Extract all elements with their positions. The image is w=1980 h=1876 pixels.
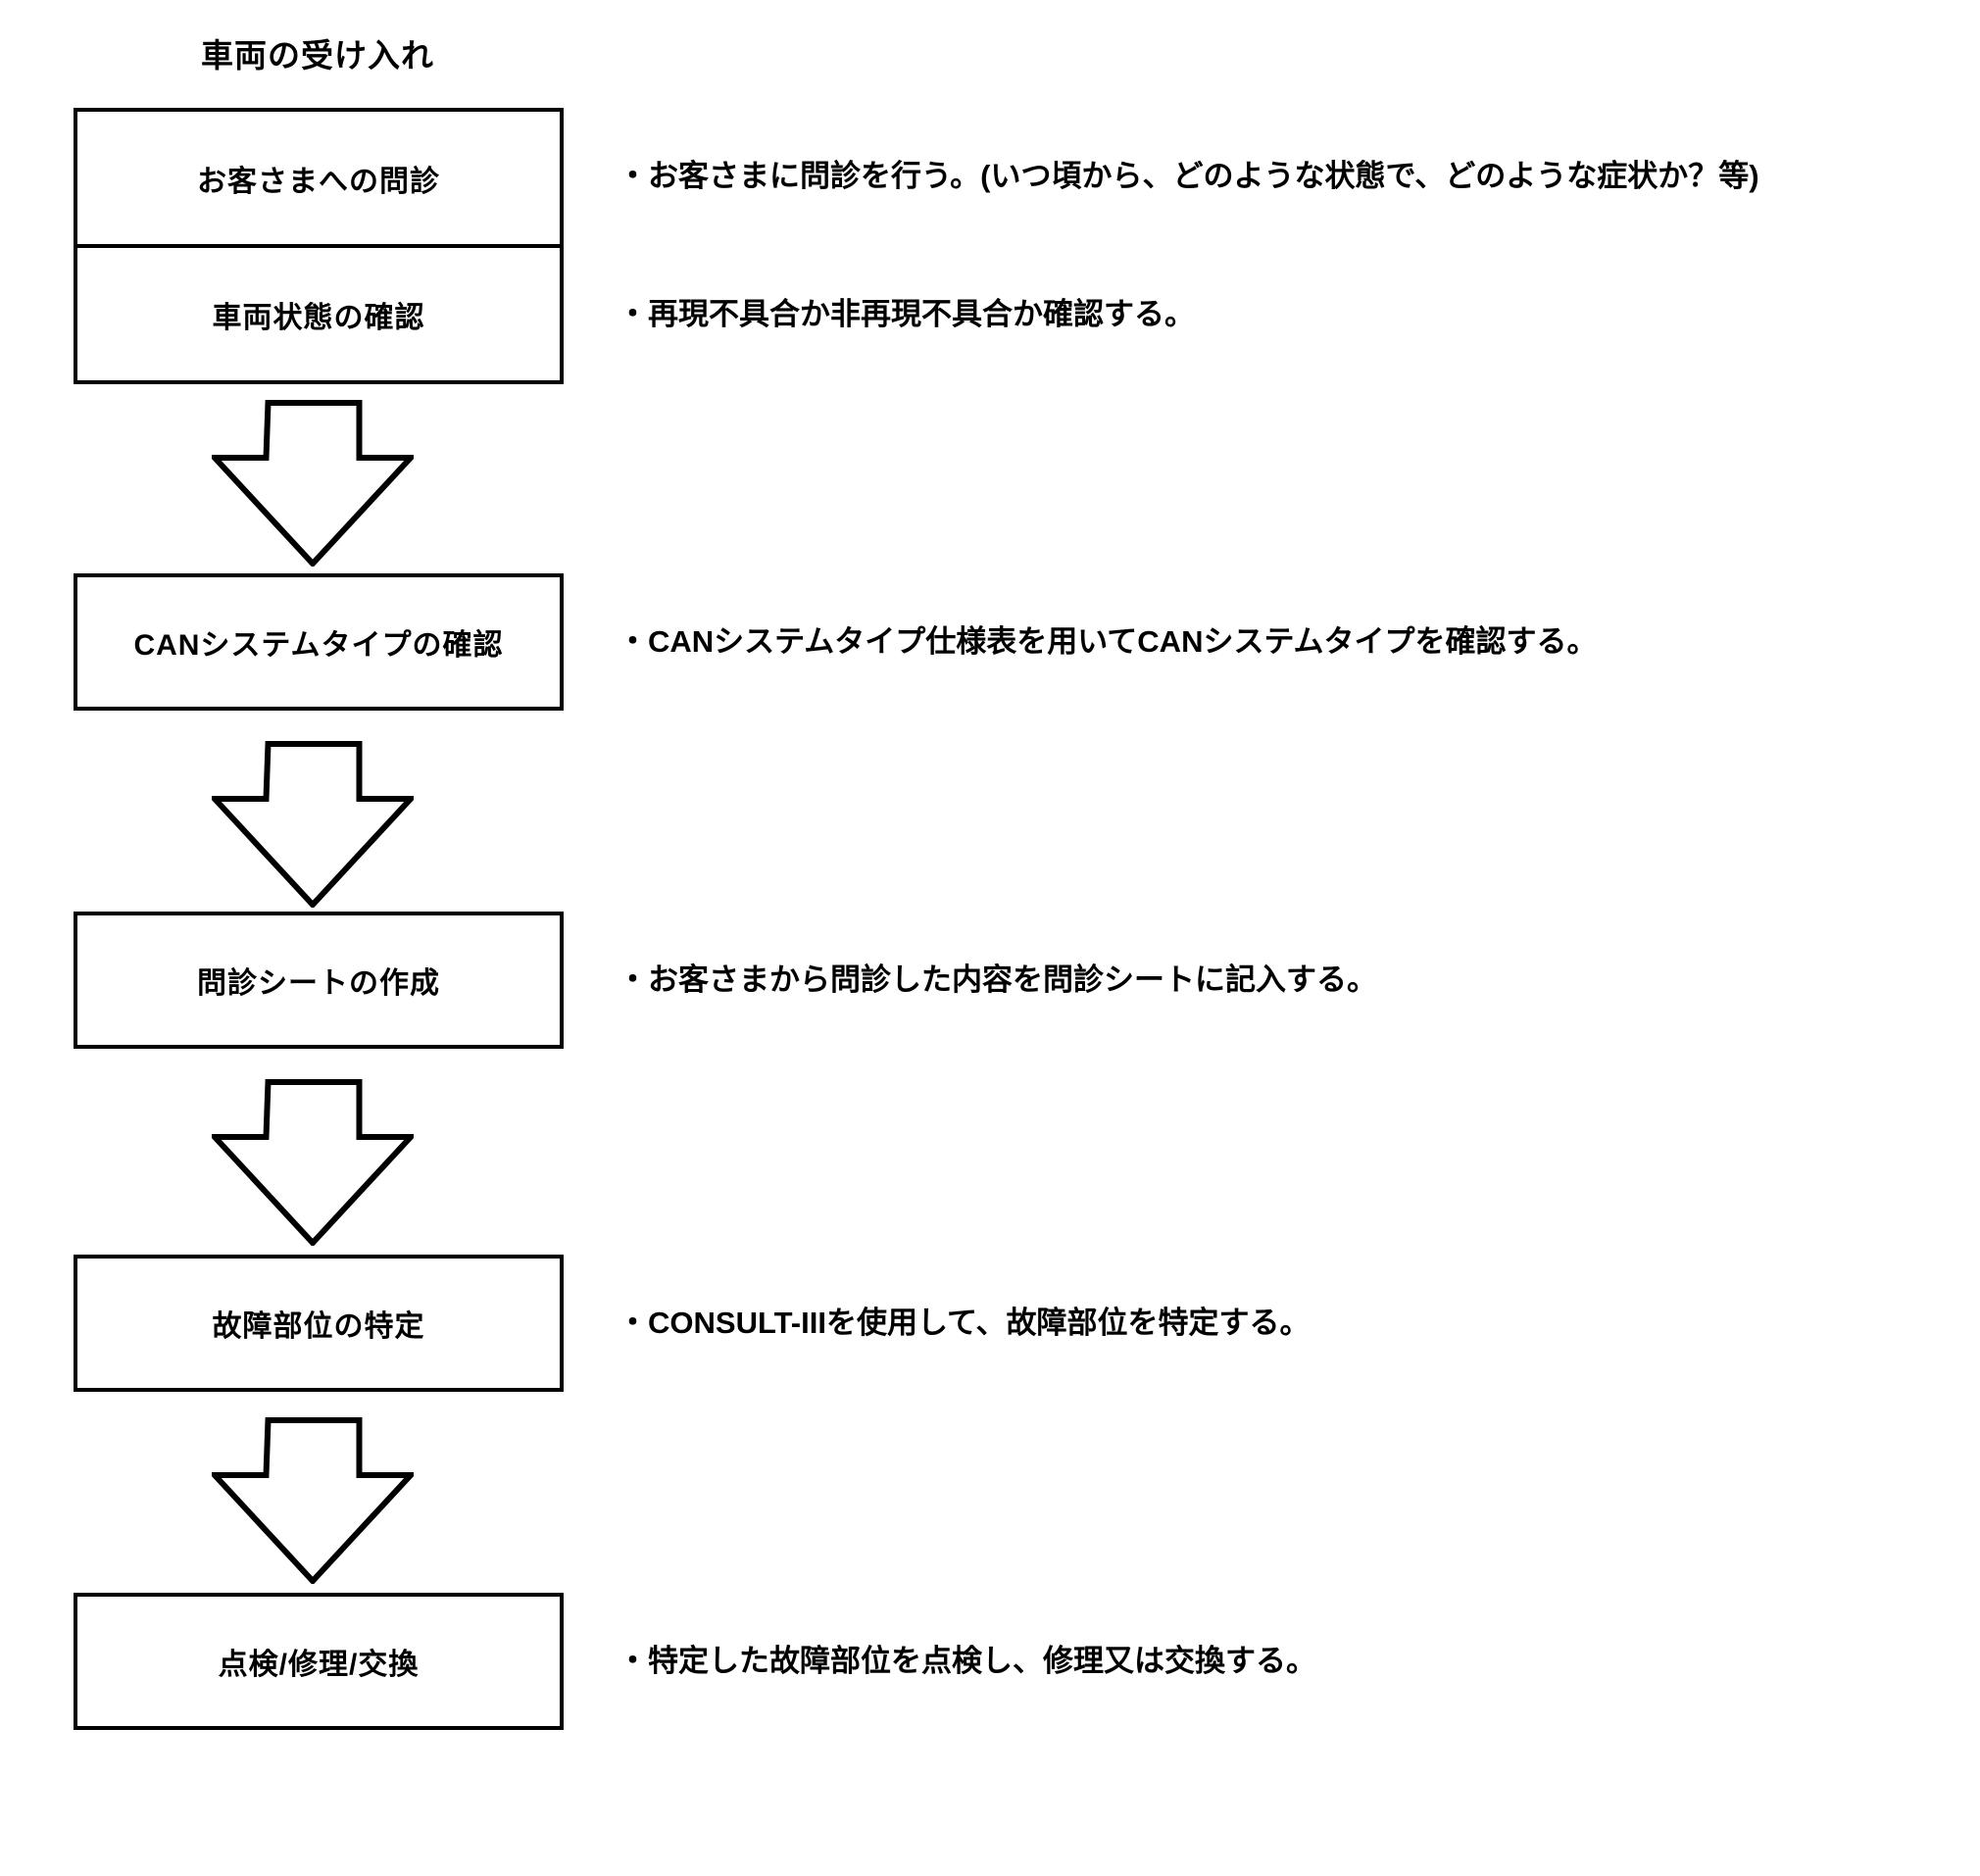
down-arrow-icon — [212, 741, 414, 908]
flow-box-customer-interview: お客さまへの問診 — [77, 112, 560, 248]
down-arrow-icon — [212, 1079, 414, 1246]
flow-box-can-system-type-check: CANシステムタイプの確認 — [74, 573, 564, 711]
flow-box-label: 点検/修理/交換 — [218, 1649, 420, 1681]
step-description-customer-interview: ・お客さまに問診を行う。(いつ頃から、どのような状態で、どのような症状か？等) — [618, 159, 1759, 193]
flow-box-fault-location-identification: 故障部位の特定 — [74, 1255, 564, 1392]
flow-box-inspect-repair-replace: 点検/修理/交換 — [74, 1593, 564, 1730]
flow-box-label: お客さまへの問診 — [197, 165, 440, 198]
step-description-interview-sheet-creation: ・お客さまから問診した内容を問診シートに記入する。 — [618, 963, 1377, 997]
down-arrow-icon — [212, 400, 414, 567]
flow-box-vehicle-condition-check: 車両状態の確認 — [77, 248, 560, 380]
step-description-fault-location-identification: ・CONSULT-IIIを使用して、故障部位を特定する。 — [618, 1306, 1311, 1340]
step-description-vehicle-condition-check: ・再現不具合か非再現不具合か確認する。 — [618, 297, 1195, 331]
flow-box-label: 問診シートの作成 — [197, 967, 440, 1000]
step-description-can-system-type-check: ・CANシステムタイプ仕様表を用いてCANシステムタイプを確認する。 — [618, 624, 1598, 659]
flow-box-label: CANシステムタイプの確認 — [133, 629, 504, 662]
step-description-inspect-repair-replace: ・特定した故障部位を点検し、修理又は交換する。 — [618, 1644, 1316, 1678]
flow-box-group-intake: お客さまへの問診 車両状態の確認 — [74, 108, 564, 384]
diagram-title: 車両の受け入れ — [201, 37, 434, 74]
flow-box-interview-sheet-creation: 問診シートの作成 — [74, 912, 564, 1049]
flow-box-label: 車両状態の確認 — [212, 301, 425, 334]
down-arrow-icon — [212, 1417, 414, 1584]
flow-box-label: 故障部位の特定 — [212, 1310, 425, 1343]
